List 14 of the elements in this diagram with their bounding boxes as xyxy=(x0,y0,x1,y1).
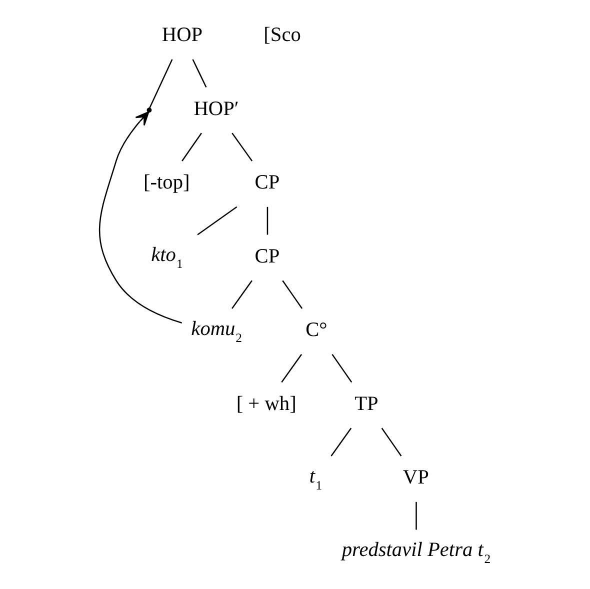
node-text: HOP xyxy=(161,24,202,46)
node-text: C° xyxy=(305,319,327,342)
node-text: TP xyxy=(354,392,378,415)
node-text: [-top] xyxy=(143,172,190,194)
node-text: CP xyxy=(254,172,280,194)
node-text: CP xyxy=(254,245,280,268)
node-text: komu$_{2}$ xyxy=(190,318,242,345)
node-text: t$_{1}$ xyxy=(308,465,322,492)
node-text: predstavil Petra t$_{2}$ xyxy=(341,539,490,566)
node-text: VP xyxy=(402,466,428,489)
label: [Sco xyxy=(263,24,300,46)
node-text: kto$_{1}$ xyxy=(150,244,182,272)
node-text: HOP′ xyxy=(193,98,238,120)
node-text: [ + wh] xyxy=(236,392,296,415)
